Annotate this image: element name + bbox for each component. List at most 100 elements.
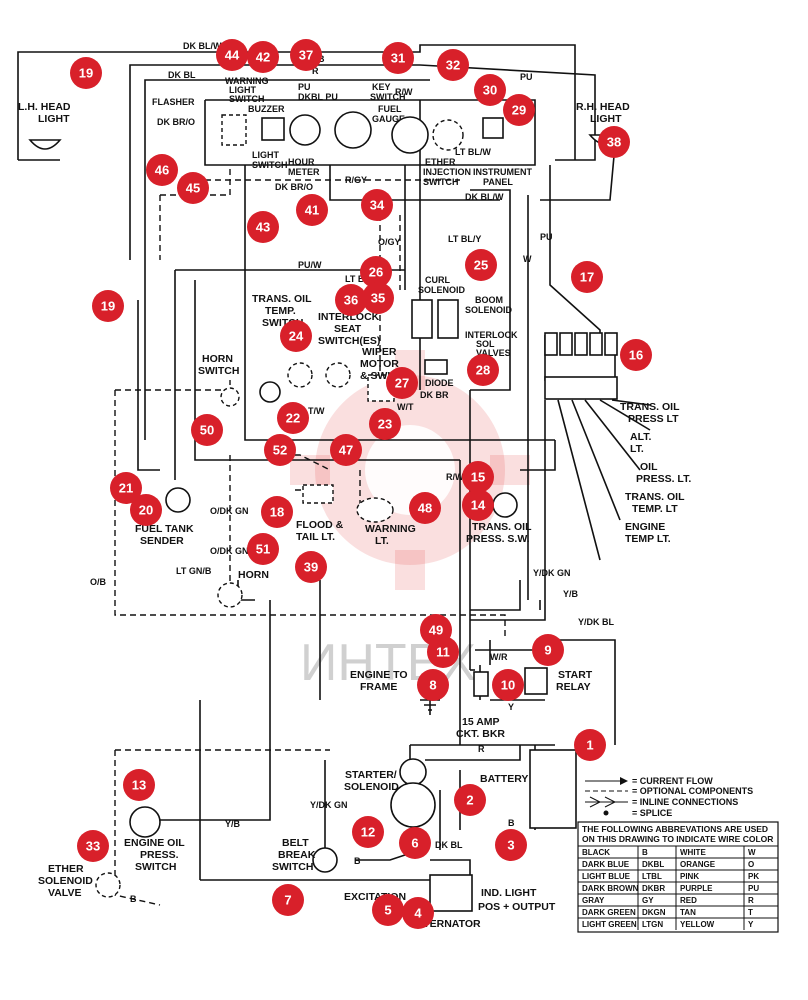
belt-break-switch-symbol: [312, 847, 338, 873]
callout-badge-1: 1: [574, 729, 606, 761]
callout-circle: [503, 94, 535, 126]
abbr-code: B: [642, 848, 648, 857]
wire-label: Y/DK GN: [310, 800, 348, 810]
trans-oil-press-sw-label-1: TRANS. OIL: [472, 521, 532, 533]
callout-badge-52: 52: [264, 434, 296, 466]
lh-head-light-symbol: [28, 139, 62, 150]
callout-badge-16: 16: [620, 339, 652, 371]
rh-head-light-label-2: LIGHT: [590, 113, 622, 125]
lamp-label-4a: TRANS. OIL: [625, 491, 685, 503]
legend-splice-symbol: [603, 810, 609, 816]
callout-badge-34: 34: [361, 189, 393, 221]
callout-badge-13: 13: [123, 769, 155, 801]
callout-circle: [330, 434, 362, 466]
instrument-panel-label-1: INSTRUMENT: [473, 167, 532, 177]
callout-badge-43: 43: [247, 211, 279, 243]
abbr-code: T: [748, 908, 753, 917]
callout-number: 33: [86, 839, 100, 854]
ether-injection-label-1: ETHER: [425, 157, 456, 167]
callout-circle: [110, 472, 142, 504]
callout-number: 10: [501, 678, 515, 693]
abbr-color-name: WHITE: [680, 848, 706, 857]
callout-circle: [216, 39, 248, 71]
callout-badge-50: 50: [191, 414, 223, 446]
wire-label: B: [130, 894, 137, 904]
interlock-seat-switch-a: [287, 362, 313, 388]
callout-badge-12: 12: [352, 816, 384, 848]
lamp-label-1a: TRANS. OIL: [620, 401, 680, 413]
callout-number: 8: [429, 678, 436, 693]
fuel-gauge-label-2: GAUGE: [372, 114, 405, 124]
callout-circle: [382, 42, 414, 74]
callout-circle: [372, 894, 404, 926]
wire-label: DKBL PU: [298, 92, 338, 102]
callout-circle: [272, 884, 304, 916]
callout-badge-30: 30: [474, 74, 506, 106]
callout-number: 38: [607, 135, 621, 150]
callout-badge-28: 28: [467, 354, 499, 386]
callout-circle: [360, 256, 392, 288]
callout-badge-31: 31: [382, 42, 414, 74]
callout-circle: [598, 126, 630, 158]
wire-label: DK BR/O: [275, 182, 313, 192]
lamp-label-3b: PRESS. LT.: [636, 473, 691, 485]
callout-circle: [177, 172, 209, 204]
warning-light-switch-label-3: SWITCH: [229, 94, 265, 104]
wire-label: R: [312, 66, 319, 76]
wire-label: DK BR: [420, 390, 449, 400]
diode-symbol: [424, 359, 448, 375]
flood-tail-label-1: FLOOD &: [296, 519, 344, 531]
callout-badge-48: 48: [409, 492, 441, 524]
lamp-label-1b: PRESS LT: [628, 413, 679, 425]
wiper-motor-label-1: WIPER: [362, 346, 397, 358]
hour-meter-label-1: HOUR: [288, 157, 315, 167]
trans-oil-temp-switch-symbol: [259, 381, 281, 403]
callout-badge-39: 39: [295, 551, 327, 583]
wire-label: Y/DK GN: [533, 568, 571, 578]
wire-label: W/R: [490, 652, 508, 662]
callout-circle: [247, 533, 279, 565]
fuel-tank-sender-label-1: FUEL TANK: [135, 523, 194, 535]
wire-label: B: [354, 856, 361, 866]
ckt-bkr-label-1: 15 AMP: [462, 716, 500, 728]
callout-number: 22: [286, 411, 300, 426]
wire-label: W/T: [397, 402, 414, 412]
callout-badge-25: 25: [465, 249, 497, 281]
callout-circle: [191, 414, 223, 446]
seat-switch-label-3: SWITCH(ES): [318, 335, 380, 347]
flood-tail-symbol: [302, 484, 334, 504]
horn-switch-label-2: SWITCH: [198, 365, 239, 377]
wire-label: B: [508, 818, 515, 828]
callout-circle: [335, 284, 367, 316]
ind-light-label: IND. LIGHT: [481, 887, 537, 899]
callout-number: 27: [395, 376, 409, 391]
curl-solenoid-label-2: SOLENOID: [418, 285, 466, 295]
abbr-color-name: YELLOW: [680, 920, 715, 929]
ether-injection-label-3: SWITCH: [423, 177, 459, 187]
callout-badge-22: 22: [277, 402, 309, 434]
callout-circle: [247, 211, 279, 243]
wire-label: PU: [540, 232, 553, 242]
lh-head-light-label-1: L.H. HEAD: [18, 101, 71, 113]
callout-badge-42: 42: [247, 41, 279, 73]
callout-badge-36: 36: [335, 284, 367, 316]
callout-badge-23: 23: [369, 408, 401, 440]
ether-injection-label-2: INJECTION: [423, 167, 471, 177]
callout-circle: [574, 729, 606, 761]
wire-label: O/B: [90, 577, 107, 587]
alternator-symbol: [429, 874, 473, 912]
wire-label: Y/DK BL: [578, 617, 615, 627]
wire-label: Y/B: [225, 819, 241, 829]
wire-label: O/GY: [378, 237, 401, 247]
wire-label: B: [318, 54, 325, 64]
abbr-code: DKBL: [642, 860, 664, 869]
legend-row-0: = CURRENT FLOW: [632, 776, 713, 786]
ether-solenoid-label-3: VALVE: [48, 887, 81, 899]
abbr-color-name: ORANGE: [680, 860, 716, 869]
instrument-panel-label-2: PANEL: [483, 177, 513, 187]
callout-circle: [474, 74, 506, 106]
abbr-code: O: [748, 860, 754, 869]
callout-badge-19: 19: [92, 290, 124, 322]
callout-circle: [571, 261, 603, 293]
